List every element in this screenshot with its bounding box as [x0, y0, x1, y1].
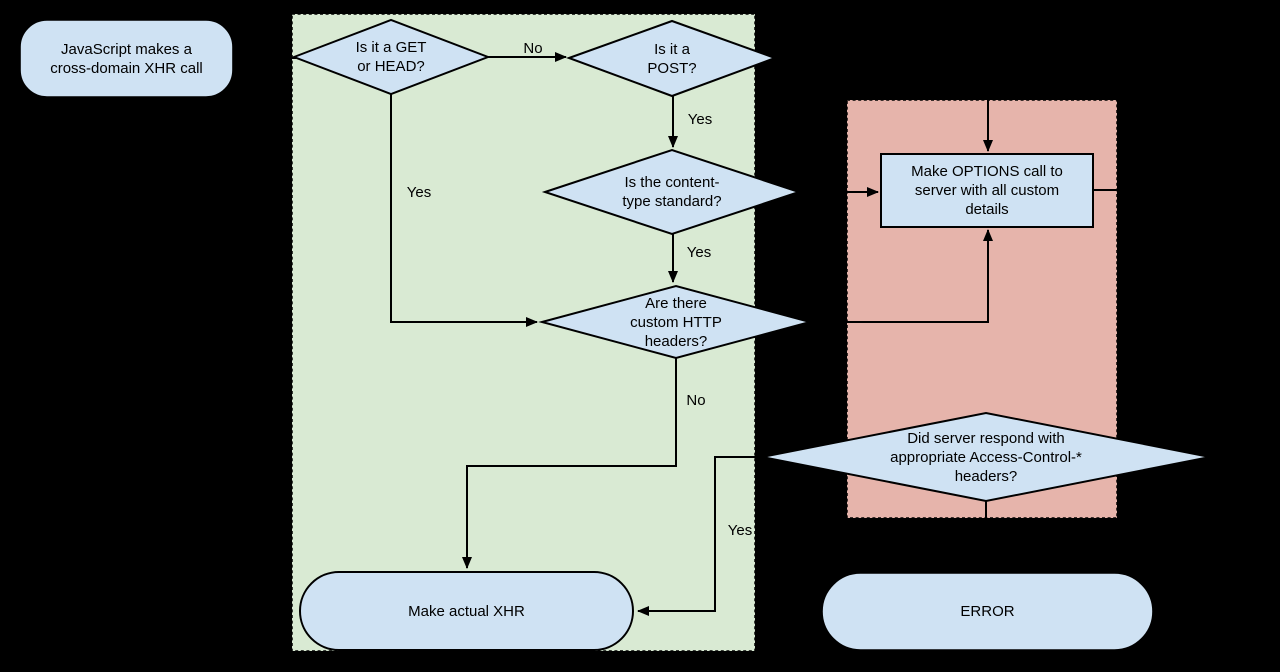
- start-node-label: JavaScript makes a cross-domain XHR call: [50, 40, 203, 77]
- start-node-shape: [19, 19, 234, 98]
- decision-post-shape: [566, 19, 778, 98]
- edge-options-to-serverrespond: [1093, 189, 1251, 462]
- edge-post-no-to-options: [775, 57, 993, 152]
- make-actual-xhr-shape: [299, 571, 634, 651]
- error-node-label: ERROR: [960, 603, 1015, 620]
- decision-get-head-label: Is it a GET or HEAD?: [355, 39, 427, 75]
- decision-custom-headers-shape: [538, 284, 814, 360]
- make-actual-xhr-label: Make actual XHR: [408, 602, 525, 620]
- decision-post-label: Is it a POST?: [647, 40, 697, 77]
- decision-server-respond-label: Did server respond with appropriate Acce…: [890, 429, 1082, 485]
- edge-label-get-head-yes: Yes: [406, 184, 432, 201]
- options-call-box-shape: [880, 153, 1094, 228]
- edge-label-post-yes: Yes: [687, 111, 713, 128]
- decision-content-type-shape: [541, 148, 803, 236]
- connectors: [233, 52, 1251, 616]
- decision-custom-headers-label: Are there custom HTTP headers?: [630, 294, 722, 350]
- edge-gethead-yes-to-customheaders: [390, 94, 538, 327]
- error-node-shape: [821, 572, 1154, 651]
- options-call-box-label: Make OPTIONS call to server with all cus…: [911, 163, 1063, 218]
- decision-server-respond-shape: [761, 411, 1211, 503]
- edge-label-get-head-no: No: [523, 40, 543, 57]
- decision-content-type-label: Is the content- type standard?: [622, 174, 722, 210]
- edge-customheaders-no-to-xhr: [462, 358, 677, 569]
- edge-serverrespond-yes-to-xhr: [637, 456, 762, 616]
- edge-label-custom-headers-no: No: [686, 392, 706, 409]
- edge-label-server-respond-yes: Yes: [727, 522, 753, 539]
- decision-get-head-shape: [291, 18, 491, 96]
- edge-label-content-type-yes: Yes: [686, 244, 712, 261]
- edge-customheaders-yes-to-options: [810, 229, 993, 323]
